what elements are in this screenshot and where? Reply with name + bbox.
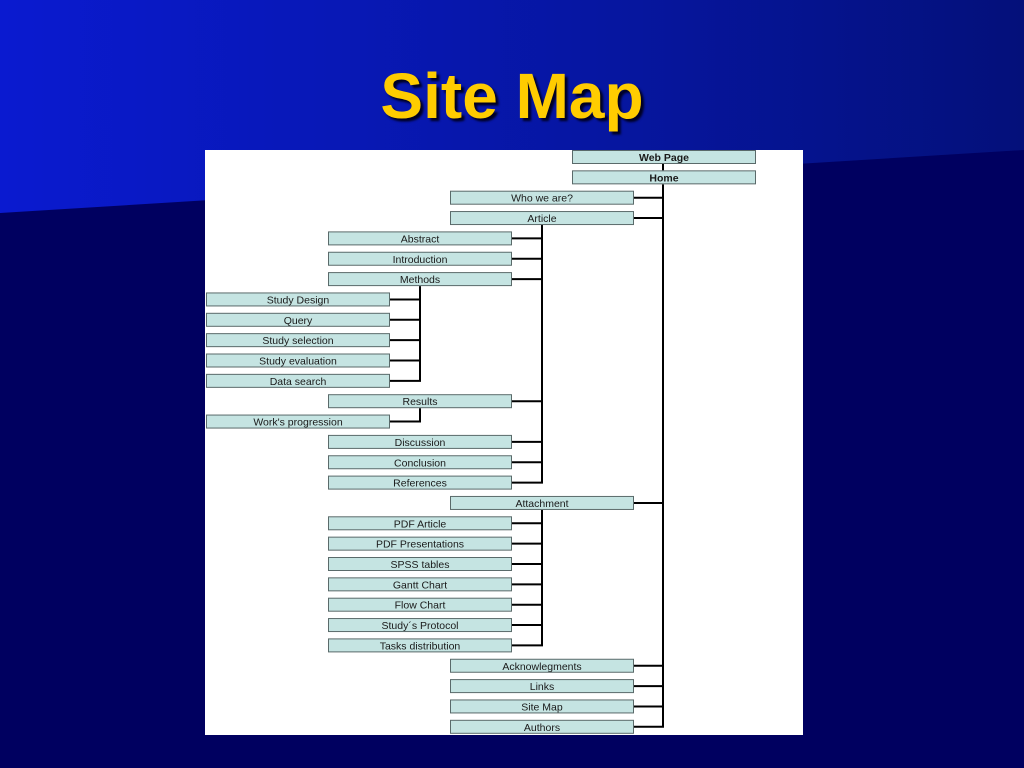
sitemap-node-label: Site Map	[521, 701, 563, 713]
sitemap-node-label: PDF Presentations	[376, 539, 464, 551]
sitemap-node-box	[450, 190, 634, 205]
sitemap-node-box	[328, 618, 512, 633]
sitemap-node-methods: Methods	[328, 272, 512, 287]
sitemap-node-box	[450, 211, 634, 226]
sitemap-node-label: Home	[649, 172, 678, 184]
sitemap-node-box	[206, 312, 390, 327]
sitemap-node-box	[450, 658, 634, 673]
sitemap-node-pdf-presentations: PDF Presentations	[328, 536, 512, 551]
slide-title: Site Map	[380, 60, 644, 132]
sitemap-node-discussion: Discussion	[328, 434, 512, 449]
sitemap-node-label: Data search	[270, 376, 327, 388]
sitemap-node-study-design: Study Design	[206, 292, 390, 307]
sitemap-node-box	[328, 536, 512, 551]
sitemap-node-label: PDF Article	[394, 518, 447, 530]
sitemap-node-references: References	[328, 475, 512, 490]
sitemap-node-conclusion: Conclusion	[328, 455, 512, 470]
sitemap-node-box	[328, 597, 512, 612]
sitemap-node-label: Query	[284, 315, 313, 327]
sitemap-node-who-we-are: Who we are?	[450, 190, 634, 205]
sitemap-node-box	[206, 333, 390, 348]
sitemap-node-box	[206, 353, 390, 368]
sitemap-node-label: Acknowlegments	[502, 661, 581, 673]
sitemap-node-label: Discussion	[395, 437, 446, 449]
sitemap-node-label: References	[393, 478, 447, 490]
sitemap-node-label: Results	[402, 396, 437, 408]
sitemap-node-attachment: Attachment	[450, 495, 634, 510]
sitemap-node-box	[328, 577, 512, 592]
sitemap-node-label: Study evaluation	[259, 356, 337, 368]
sitemap-node-study-evaluation: Study evaluation	[206, 353, 390, 368]
sitemap-node-label: Conclusion	[394, 457, 446, 469]
sitemap-node-gantt-chart: Gantt Chart	[328, 577, 512, 592]
sitemap-node-box	[206, 292, 390, 307]
sitemap-node-pdf-article: PDF Article	[328, 516, 512, 531]
sitemap-node-label: Web Page	[639, 152, 689, 164]
sitemap-node-box	[450, 679, 634, 694]
sitemap-node-box	[328, 394, 512, 409]
sitemap-node-site-map: Site Map	[450, 699, 634, 714]
sitemap-node-label: Methods	[400, 274, 440, 286]
sitemap-node-box	[328, 516, 512, 531]
sitemap-node-tasks-distribution: Tasks distribution	[328, 638, 512, 653]
sitemap-node-box	[328, 455, 512, 470]
sitemap-node-label: Study Design	[267, 294, 330, 306]
sitemap-node-label: Study´s Protocol	[381, 620, 458, 632]
sitemap-node-box	[328, 638, 512, 653]
sitemap-node-label: Gantt Chart	[393, 579, 447, 591]
sitemap-node-box	[450, 495, 634, 510]
sitemap-node-spss-tables: SPSS tables	[328, 557, 512, 571]
sitemap-node-label: Study selection	[262, 335, 333, 347]
sitemap-node-studys-protocol: Study´s Protocol	[328, 618, 512, 633]
sitemap-node-flow-chart: Flow Chart	[328, 597, 512, 612]
sitemap-node-authors: Authors	[450, 719, 634, 734]
sitemap-node-article: Article	[450, 211, 634, 226]
sitemap-node-works-progression: Work's progression	[206, 414, 390, 429]
sitemap-node-label: Work's progression	[253, 417, 343, 429]
sitemap-node-box	[328, 434, 512, 449]
sitemap-node-box	[328, 231, 512, 246]
sitemap-node-box	[328, 475, 512, 490]
sitemap-node-web-page: Web Page	[572, 150, 756, 164]
sitemap-node-box	[328, 251, 512, 266]
sitemap-node-box	[450, 719, 634, 734]
sitemap-node-box	[206, 414, 390, 429]
sitemap-node-box	[450, 699, 634, 714]
sitemap-node-links: Links	[450, 679, 634, 694]
sitemap-node-study-selection: Study selection	[206, 333, 390, 348]
sitemap-node-box	[328, 557, 512, 571]
sitemap-node-label: Authors	[524, 722, 560, 734]
sitemap-node-label: Introduction	[393, 254, 448, 266]
sitemap-node-abstract: Abstract	[328, 231, 512, 246]
connector-lines	[390, 164, 664, 728]
sitemap-node-label: Article	[527, 213, 556, 225]
sitemap-node-label: Who we are?	[511, 193, 573, 205]
sitemap-node-introduction: Introduction	[328, 251, 512, 266]
sitemap-node-label: SPSS tables	[391, 559, 450, 571]
sitemap-node-query: Query	[206, 312, 390, 327]
sitemap-node-home: Home	[572, 170, 756, 185]
sitemap-node-acknowlegments: Acknowlegments	[450, 658, 634, 673]
sitemap-node-box	[572, 170, 756, 185]
sitemap-node-label: Attachment	[515, 498, 568, 510]
sitemap-node-box	[328, 272, 512, 287]
sitemap-node-label: Flow Chart	[395, 600, 446, 612]
sitemap-node-label: Abstract	[401, 233, 440, 245]
sitemap-node-data-search: Data search	[206, 373, 390, 388]
sitemap-node-box	[206, 373, 390, 388]
sitemap-node-label: Tasks distribution	[380, 640, 461, 652]
sitemap-node-results: Results	[328, 394, 512, 409]
sitemap-node-label: Links	[530, 681, 555, 693]
sitemap-node-box	[572, 150, 756, 164]
